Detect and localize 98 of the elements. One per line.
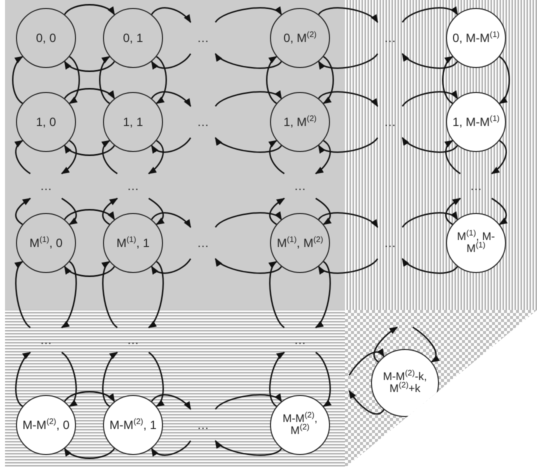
transition-arrow bbox=[402, 137, 458, 153]
state-circle: M-M$^{(2)}$, 1 bbox=[103, 395, 163, 455]
transition-arrow bbox=[214, 90, 282, 107]
transition-arrow bbox=[214, 53, 282, 69]
checkered-region bbox=[345, 310, 537, 468]
ellipsis: … bbox=[183, 223, 223, 263]
transition-arrow bbox=[148, 140, 164, 174]
ellipsis: … bbox=[113, 320, 153, 360]
transition-arrow bbox=[498, 56, 510, 104]
transition-arrow bbox=[101, 140, 118, 174]
transition-arrow bbox=[318, 7, 378, 23]
ellipsis: … bbox=[113, 166, 153, 206]
transition-arrow bbox=[269, 198, 285, 225]
transition-arrow bbox=[12, 56, 24, 104]
transition-arrow bbox=[15, 198, 31, 225]
state-circle: M$^{(1)}$, 1 bbox=[103, 213, 163, 273]
state-circle: M-M$^{(2)}$, M$^{(2)}$ bbox=[270, 395, 330, 455]
state-circle: M$^{(1)}$, M-M$^{(1)}$ bbox=[446, 213, 506, 273]
transition-arrow bbox=[64, 209, 115, 220]
transition-arrow bbox=[156, 56, 167, 104]
transition-arrow bbox=[151, 137, 192, 154]
state-circle: M$^{(1)}$, 0 bbox=[16, 213, 76, 273]
transition-arrow bbox=[315, 198, 332, 225]
ellipsis: … bbox=[26, 320, 66, 360]
state-circle: 1, M-M$^{(1)}$ bbox=[446, 92, 506, 152]
transition-arrow bbox=[412, 326, 440, 362]
transition-arrow bbox=[102, 198, 118, 225]
state-circle: M-M$^{(2)}$, 0 bbox=[16, 395, 76, 455]
ellipsis: … bbox=[370, 223, 410, 263]
ellipsis: … bbox=[370, 102, 410, 142]
transition-arrow bbox=[322, 56, 334, 104]
transition-arrow bbox=[151, 212, 192, 228]
transition-arrow bbox=[64, 88, 115, 100]
transition-arrow bbox=[102, 261, 118, 328]
transition-arrow bbox=[148, 261, 164, 328]
transition-arrow bbox=[214, 212, 282, 228]
transition-arrow bbox=[445, 198, 461, 225]
transition-arrow bbox=[402, 258, 458, 274]
transition-arrow bbox=[61, 140, 77, 174]
transition-arrow bbox=[266, 56, 278, 104]
transition-arrow bbox=[315, 140, 331, 174]
transition-arrow bbox=[402, 53, 458, 69]
transition-arrow bbox=[102, 352, 118, 407]
transition-arrow bbox=[373, 326, 398, 362]
state-circle: M-M$^{(2)}$-k, M$^{(2)}$+k bbox=[371, 349, 439, 417]
transition-arrow bbox=[151, 258, 192, 274]
state-circle: M$^{(1)}$, M$^{(2)}$ bbox=[270, 213, 330, 273]
transition-arrow bbox=[61, 198, 78, 225]
transition-arrow bbox=[99, 56, 110, 104]
transition-arrow bbox=[14, 140, 31, 174]
ellipsis: … bbox=[183, 18, 223, 58]
ellipsis: … bbox=[183, 405, 223, 445]
vertical-hatched-region bbox=[345, 0, 537, 310]
transition-arrow bbox=[214, 440, 282, 456]
shaded-region bbox=[5, 0, 345, 310]
transition-arrow bbox=[151, 7, 192, 23]
transition-arrow bbox=[318, 212, 378, 228]
ellipsis: … bbox=[280, 166, 320, 206]
transition-arrow bbox=[214, 394, 282, 410]
ellipsis: … bbox=[456, 166, 496, 206]
state-circle: 1, 0 bbox=[16, 92, 76, 152]
transition-arrow bbox=[61, 261, 77, 328]
transition-arrow bbox=[64, 60, 115, 72]
state-circle: 1, M$^{(2)}$ bbox=[270, 92, 330, 152]
state-circle: 0, 0 bbox=[16, 8, 76, 68]
ellipsis: … bbox=[183, 102, 223, 142]
transition-arrow bbox=[151, 91, 192, 107]
transition-arrow bbox=[318, 91, 378, 107]
transition-arrow bbox=[151, 53, 192, 70]
transition-arrow bbox=[14, 261, 31, 328]
transition-arrow bbox=[268, 140, 285, 174]
transition-arrow bbox=[269, 352, 285, 407]
transition-arrow bbox=[214, 6, 282, 23]
state-circle: 0, M$^{(2)}$ bbox=[270, 8, 330, 68]
transition-arrow bbox=[151, 394, 192, 410]
transition-arrow bbox=[64, 448, 115, 459]
transition-arrow bbox=[214, 137, 282, 153]
transition-arrow bbox=[148, 198, 165, 225]
transition-arrow bbox=[68, 56, 80, 104]
ellipsis: … bbox=[280, 320, 320, 360]
transition-arrow bbox=[64, 266, 115, 277]
ellipsis: … bbox=[370, 18, 410, 58]
transition-arrow bbox=[491, 140, 507, 174]
transition-arrow bbox=[268, 261, 285, 328]
transition-arrow bbox=[315, 261, 331, 328]
transition-arrow bbox=[348, 348, 384, 376]
transition-arrow bbox=[348, 390, 384, 415]
state-circle: 0, M-M$^{(1)}$ bbox=[446, 8, 506, 68]
state-circle: 1, 1 bbox=[103, 92, 163, 152]
transition-arrow bbox=[64, 4, 115, 16]
state-circle: 0, 1 bbox=[103, 8, 163, 68]
transition-arrow bbox=[442, 56, 454, 104]
transition-arrow bbox=[214, 258, 282, 274]
transition-arrow bbox=[64, 391, 115, 402]
transition-arrow bbox=[64, 144, 115, 156]
transition-arrow bbox=[444, 140, 461, 174]
ellipsis: … bbox=[26, 166, 66, 206]
horizontal-hatched-region bbox=[5, 310, 345, 468]
